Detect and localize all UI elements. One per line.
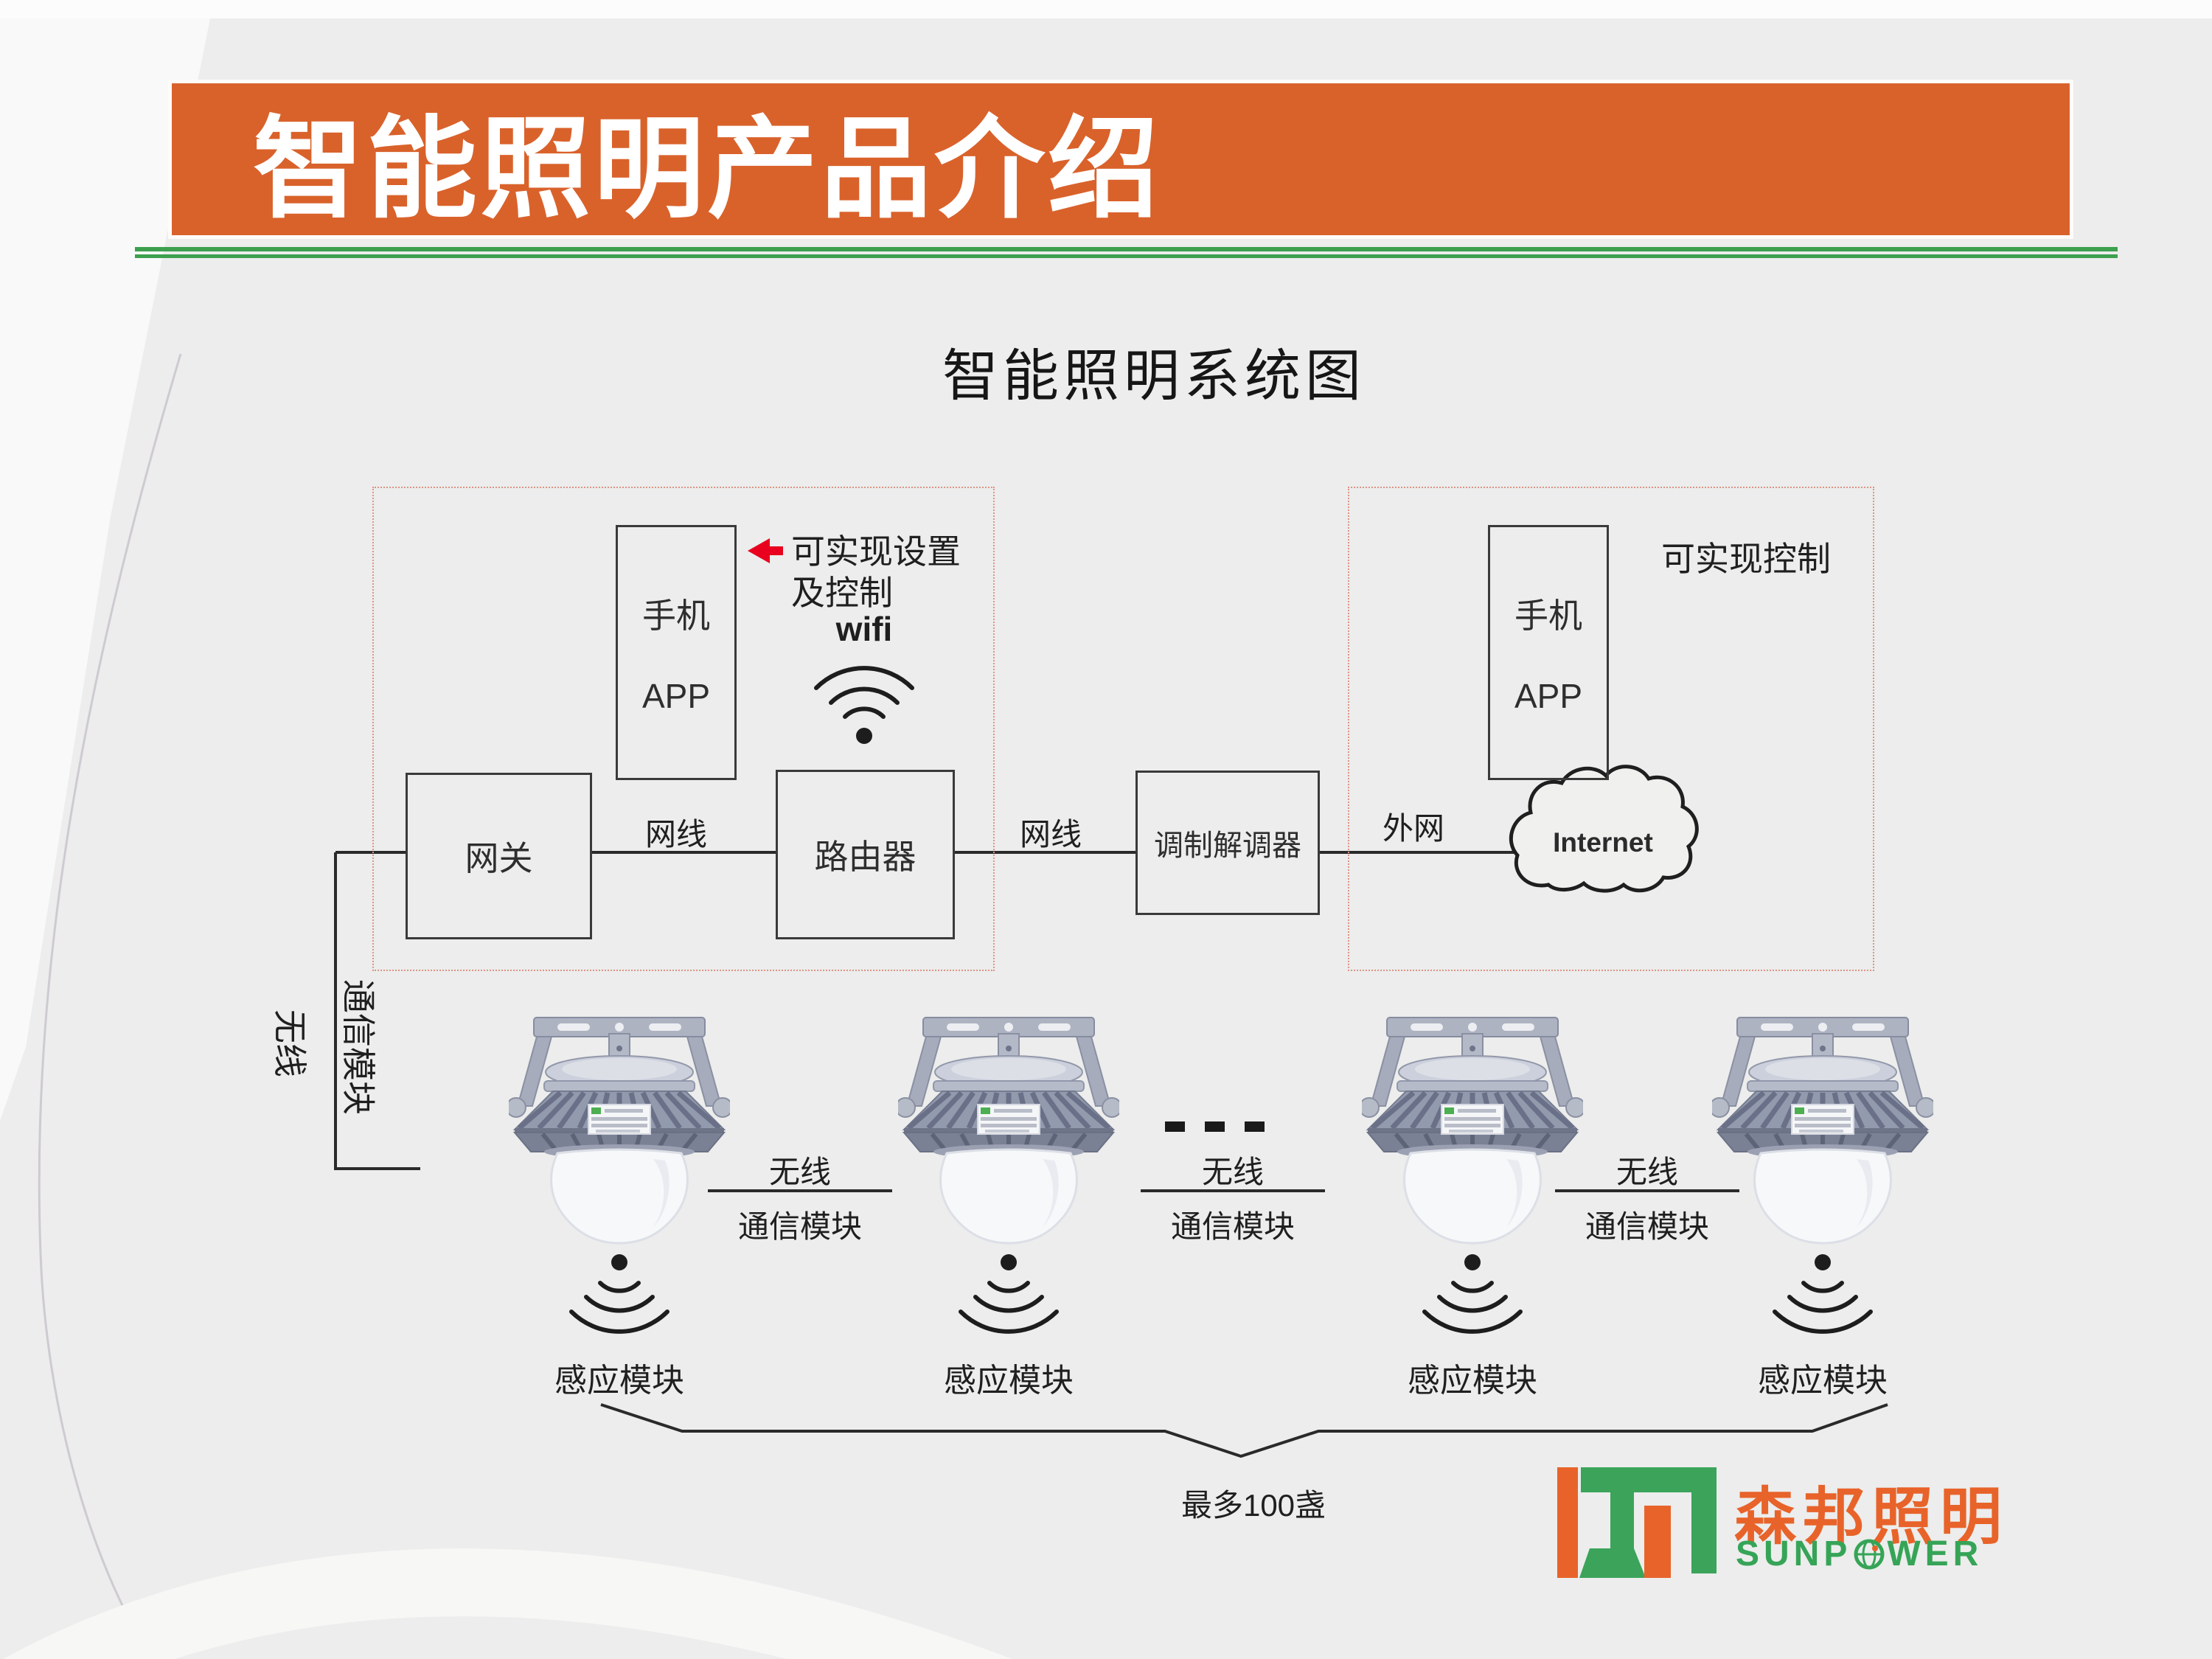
wifi-icon-dot bbox=[856, 728, 872, 744]
lamp-2 bbox=[896, 1018, 1121, 1243]
decorative-swoosh bbox=[3, 1548, 1012, 1659]
note-control: 可实现控制 bbox=[1661, 540, 1831, 578]
modem-box: 调制解调器 bbox=[1135, 771, 1320, 915]
ellipsis-dash bbox=[1165, 1121, 1185, 1132]
note-settings-line2: 及控制 bbox=[791, 574, 893, 612]
note-settings-line1: 可实现设置 bbox=[791, 532, 961, 571]
remote-group-dashed-box bbox=[1348, 487, 1874, 971]
left-white-wedge bbox=[0, 18, 210, 1121]
lamp-link-2-module: 通信模块 bbox=[1170, 1209, 1295, 1244]
bus-wireless-label: 无线 bbox=[271, 1009, 309, 1077]
internet-cloud bbox=[1509, 765, 1699, 893]
decorative-curve bbox=[38, 353, 182, 1659]
green-rule-bottom bbox=[135, 254, 2118, 258]
phone-label: 手机 bbox=[642, 597, 710, 635]
lamp-link-3-wireless: 无线 bbox=[1615, 1155, 1679, 1189]
gateway-box: 网关 bbox=[406, 773, 592, 939]
lamp-1 bbox=[507, 1018, 732, 1243]
double-green-rule bbox=[135, 247, 2118, 258]
sensor-label-1: 感应模块 bbox=[554, 1363, 684, 1399]
logo-en-suffix: WER bbox=[1887, 1534, 1983, 1573]
ellipsis-dash bbox=[1245, 1121, 1265, 1132]
wifi-icon bbox=[814, 666, 914, 719]
lamp-link-1-module: 通信模块 bbox=[737, 1209, 863, 1244]
phone-app-box-right: 手机 APP bbox=[1488, 525, 1609, 780]
sensor-icons bbox=[569, 1254, 1873, 1334]
lamp-link-2-wireless: 无线 bbox=[1201, 1155, 1265, 1189]
green-rule-top bbox=[135, 247, 2118, 251]
cable-label-1: 网线 bbox=[644, 817, 708, 852]
title-banner: 智能照明产品介绍 bbox=[168, 80, 2073, 239]
sunpower-logo-mark bbox=[1557, 1467, 1717, 1578]
lamp-4 bbox=[1710, 1018, 1935, 1243]
lamp-link-1-wireless: 无线 bbox=[768, 1155, 832, 1189]
sensor-label-2: 感应模块 bbox=[944, 1363, 1074, 1399]
bracket-brace bbox=[600, 1403, 1888, 1458]
sensor-label-4: 感应模块 bbox=[1758, 1363, 1888, 1399]
phone-app-box-left: 手机 APP bbox=[616, 525, 737, 780]
top-white-strip bbox=[0, 0, 2212, 18]
sensor-label-3: 感应模块 bbox=[1408, 1363, 1537, 1399]
app-label: APP bbox=[641, 677, 711, 715]
lamp-3 bbox=[1360, 1018, 1585, 1243]
router-box: 路由器 bbox=[776, 770, 955, 939]
phone-label: 手机 bbox=[1514, 597, 1582, 635]
page-title: 智能照明产品介绍 bbox=[253, 106, 1162, 231]
modem-label: 调制解调器 bbox=[1154, 830, 1301, 862]
lamp-link-3-module: 通信模块 bbox=[1585, 1209, 1710, 1244]
router-label: 路由器 bbox=[814, 838, 917, 876]
local-group-dashed-box bbox=[372, 487, 995, 971]
connector-lines bbox=[334, 851, 1888, 1458]
app-label: APP bbox=[1514, 677, 1583, 715]
red-arrow-icon bbox=[748, 538, 783, 563]
ellipsis-dash bbox=[1205, 1121, 1225, 1132]
diagram-title: 智能照明系统图 bbox=[942, 345, 1366, 408]
gateway-label: 网关 bbox=[465, 839, 533, 877]
cable-label-2: 网线 bbox=[1019, 817, 1082, 852]
logo-english-name: SUNP WER bbox=[1736, 1534, 1983, 1574]
more-lamps-ellipsis bbox=[1165, 1121, 1265, 1132]
external-net-label: 外网 bbox=[1382, 811, 1445, 846]
logo-en-prefix: SUNP bbox=[1736, 1534, 1852, 1573]
wifi-label: wifi bbox=[835, 610, 893, 648]
line-wireless-drop bbox=[334, 852, 420, 1170]
internet-label: Internet bbox=[1553, 827, 1653, 858]
globe-icon bbox=[1854, 1539, 1885, 1569]
bus-module-label: 通信模块 bbox=[339, 979, 378, 1115]
max-lamps-label: 最多100盏 bbox=[1180, 1488, 1326, 1523]
